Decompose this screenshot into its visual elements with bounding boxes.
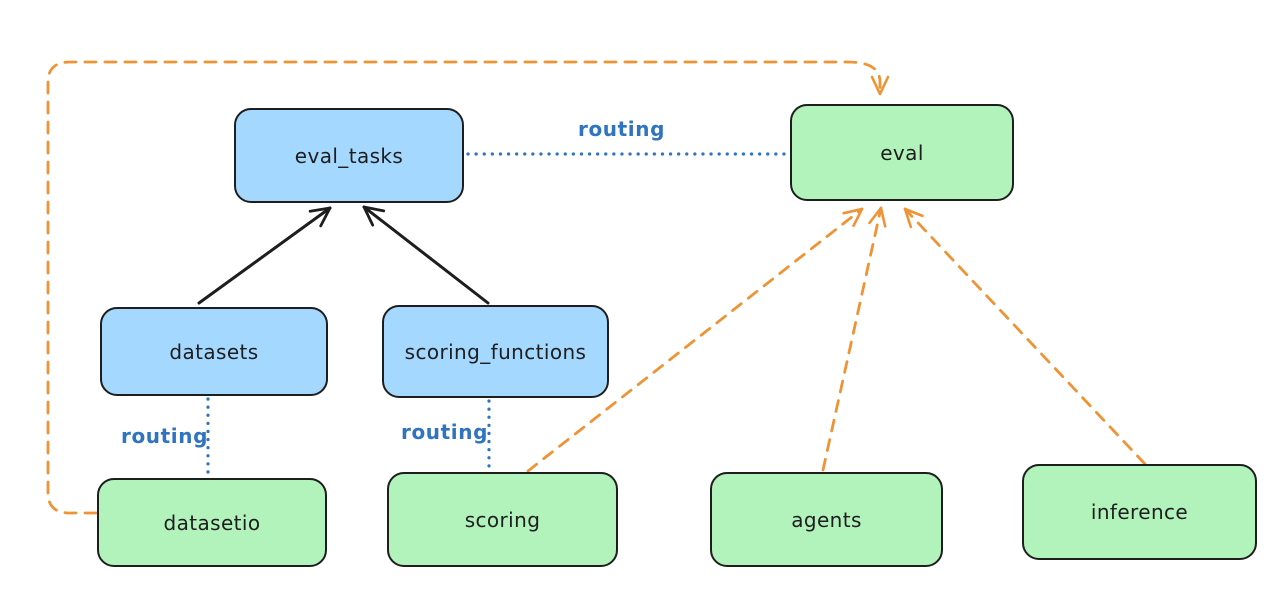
edge-scoring-functions-to-eval-tasks bbox=[362, 205, 490, 305]
edge-label-routing-eval-tasks-eval: routing bbox=[578, 117, 666, 141]
edge-agents-to-eval bbox=[821, 206, 887, 472]
node-scoring-label: scoring bbox=[464, 507, 541, 532]
node-datasets: datasets bbox=[100, 307, 328, 396]
node-inference: inference bbox=[1022, 464, 1257, 560]
node-scoring-functions: scoring_functions bbox=[382, 305, 609, 398]
node-scoring: scoring bbox=[387, 472, 618, 567]
node-inference-label: inference bbox=[1090, 500, 1189, 524]
edge-datasets-to-eval-tasks bbox=[197, 206, 332, 305]
edge-datasetio-to-eval bbox=[46, 60, 890, 515]
node-datasetio: datasetio bbox=[97, 478, 327, 567]
node-agents: agents bbox=[710, 472, 943, 567]
node-eval-tasks-label: eval_tasks bbox=[294, 143, 404, 168]
node-eval: eval bbox=[790, 104, 1014, 201]
node-datasets-label: datasets bbox=[169, 339, 259, 364]
edge-label-routing-scoring-functions-scoring: routing bbox=[401, 420, 489, 444]
node-agents-label: agents bbox=[791, 507, 862, 532]
node-scoring-functions-label: scoring_functions bbox=[404, 339, 587, 364]
edge-inference-to-eval bbox=[903, 207, 1147, 466]
edge-scoring-to-eval bbox=[526, 207, 864, 473]
node-eval-label: eval bbox=[880, 140, 924, 165]
node-eval-tasks: eval_tasks bbox=[234, 108, 464, 203]
node-datasetio-label: datasetio bbox=[163, 510, 261, 535]
edge-label-routing-datasets-datasetio: routing bbox=[121, 424, 209, 448]
